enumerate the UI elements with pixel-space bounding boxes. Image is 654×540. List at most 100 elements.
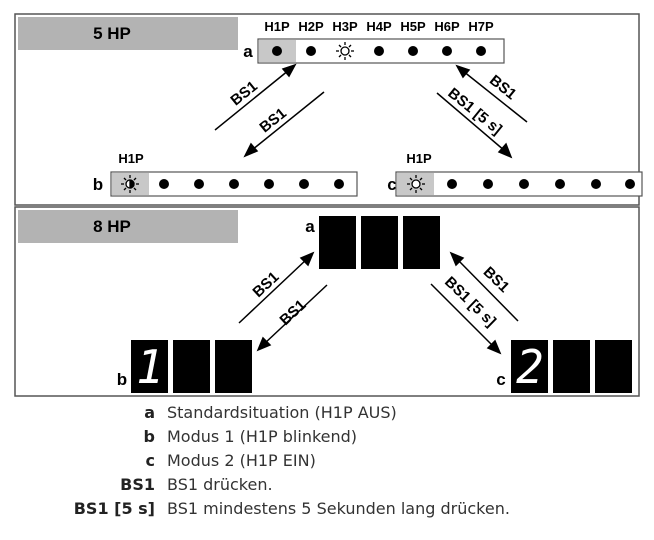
led-label-h7p: H7P <box>468 19 494 34</box>
label-8hp-a-b-down: BS1 <box>276 297 309 329</box>
arrow-5hp-b-to-a <box>214 69 290 131</box>
panel-8hp-mode-a-label: a <box>305 217 315 236</box>
legend-key-bs1: BS1 <box>120 475 155 494</box>
led-b-h5p <box>264 179 274 189</box>
arrowhead-8hp-b-to-a <box>299 251 315 267</box>
label-5hp-a-b-up: BS1 <box>227 78 260 110</box>
led-label-h2p: H2P <box>298 19 324 34</box>
led-label-h5p: H5P <box>400 19 426 34</box>
arrow-5hp-a-to-b <box>251 91 325 151</box>
mode-diagram: 5 HP H1P H2P H3P H4P H5P H6P H7P a <box>14 13 643 397</box>
arrowhead-8hp-c-to-a <box>449 251 465 267</box>
arrows-5hp-a-b <box>214 63 325 158</box>
arrowhead-5hp-a-to-c <box>497 142 513 159</box>
led-label-h1p: H1P <box>264 19 290 34</box>
arrowhead-8hp-a-to-b <box>256 336 272 352</box>
label-5hp-a-c-up: BS1 <box>486 72 519 104</box>
led-label-h6p: H6P <box>434 19 460 34</box>
led-c-h2p <box>447 179 457 189</box>
legend-text-b: Modus 1 (H1P blinkend) <box>167 427 358 446</box>
display-b-digit-3 <box>215 340 252 393</box>
led-c-h7p <box>625 179 635 189</box>
legend-row-bs1: BS1 BS1 drücken. <box>0 474 654 496</box>
legend-row-bs1-5s: BS1 [5 s] BS1 mindestens 5 Sekunden lang… <box>0 498 654 520</box>
arrow-8hp-c-to-a <box>456 258 519 322</box>
led-b-h6p <box>299 179 309 189</box>
arrows-5hp-a-c <box>436 64 528 159</box>
label-5hp-a-b-down: BS1 <box>256 105 289 137</box>
panel-5hp-mode-b-label: b <box>93 175 103 194</box>
display-b-digit-1 <box>131 340 168 393</box>
led-h7p <box>476 46 486 56</box>
display-c-digit-3 <box>595 340 632 393</box>
legend-text-bs1-5s: BS1 mindestens 5 Sekunden lang drücken. <box>167 499 510 518</box>
display-b-digit-value: 1 <box>136 340 164 394</box>
arrow-8hp-b-to-a <box>238 258 308 324</box>
legend-key-a: a <box>144 403 155 422</box>
display-a-digit-1 <box>319 216 356 269</box>
label-8hp-a-b-up: BS1 <box>249 269 282 301</box>
led-h2p <box>306 46 316 56</box>
display-a-digit-2 <box>361 216 398 269</box>
display-c: 2 <box>511 340 632 394</box>
display-a <box>319 216 440 269</box>
arrowhead-5hp-b-to-a <box>281 63 297 78</box>
arrowhead-5hp-a-to-b <box>243 142 259 158</box>
arrows-8hp-a-c <box>430 251 519 355</box>
led-b-h3p <box>194 179 204 189</box>
led-h5p <box>408 46 418 56</box>
panel-5hp-title: 5 HP <box>93 24 131 43</box>
panel-5hp-b-h1p-label: H1P <box>118 151 144 166</box>
legend-key-b: b <box>143 427 155 446</box>
led-h6p <box>442 46 452 56</box>
display-b-digit-2 <box>173 340 210 393</box>
label-8hp-a-c-up: BS1 <box>480 264 513 297</box>
panel-8hp-mode-c-label: c <box>496 370 505 389</box>
panel-5hp-mode-a-label: a <box>243 42 253 61</box>
arrow-5hp-c-to-a <box>462 70 528 123</box>
led-strip-c <box>395 171 643 197</box>
led-c-h1p-on-icon <box>407 175 425 193</box>
led-h1p-off <box>272 46 282 56</box>
panel-8hp-mode-b-label: b <box>117 370 127 389</box>
legend-row-c: c Modus 2 (H1P EIN) <box>0 450 654 472</box>
legend-key-bs1-5s: BS1 [5 s] <box>73 499 155 518</box>
led-h3p-on-icon <box>336 42 354 60</box>
led-b-h2p <box>159 179 169 189</box>
led-strip-a <box>257 38 505 64</box>
panel-5hp-c-h1p-label: H1P <box>406 151 432 166</box>
legend-row-a: a Standardsituation (H1P AUS) <box>0 402 654 424</box>
display-c-digit-value: 2 <box>516 340 544 394</box>
arrowhead-5hp-c-to-a <box>455 64 471 79</box>
legend-text-a: Standardsituation (H1P AUS) <box>167 403 397 422</box>
panel-8hp-title-bar <box>18 210 238 243</box>
display-c-digit-1 <box>511 340 548 393</box>
led-b-h1p-blink-icon <box>121 175 139 193</box>
led-c-h4p <box>519 179 529 189</box>
arrow-8hp-a-to-c <box>430 283 495 348</box>
led-label-h4p: H4P <box>366 19 392 34</box>
led-h4p <box>374 46 384 56</box>
legend-text-c: Modus 2 (H1P EIN) <box>167 451 316 470</box>
legend-key-c: c <box>145 451 155 470</box>
display-c-digit-2 <box>553 340 590 393</box>
led-c-h6p <box>591 179 601 189</box>
display-b: 1 <box>131 340 252 394</box>
legend-row-b: b Modus 1 (H1P blinkend) <box>0 426 654 448</box>
display-a-digit-3 <box>403 216 440 269</box>
led-b-h7p <box>334 179 344 189</box>
led-label-h3p: H3P <box>332 19 358 34</box>
arrows-8hp-a-b <box>238 251 328 352</box>
legend-text-bs1: BS1 drücken. <box>167 475 273 494</box>
arrow-5hp-a-to-c <box>436 92 506 152</box>
panel-5hp-title-bar <box>18 17 238 50</box>
arrowhead-8hp-a-to-c <box>486 339 502 355</box>
arrow-8hp-a-to-b <box>263 284 328 345</box>
led-c-h3p <box>483 179 493 189</box>
led-c-h5p <box>555 179 565 189</box>
panel-8hp-frame <box>14 206 640 397</box>
led-b-h4p <box>229 179 239 189</box>
panel-8hp-title: 8 HP <box>93 217 131 236</box>
led-strip-b <box>110 171 358 197</box>
panel-5hp-mode-c-label: c <box>387 175 396 194</box>
